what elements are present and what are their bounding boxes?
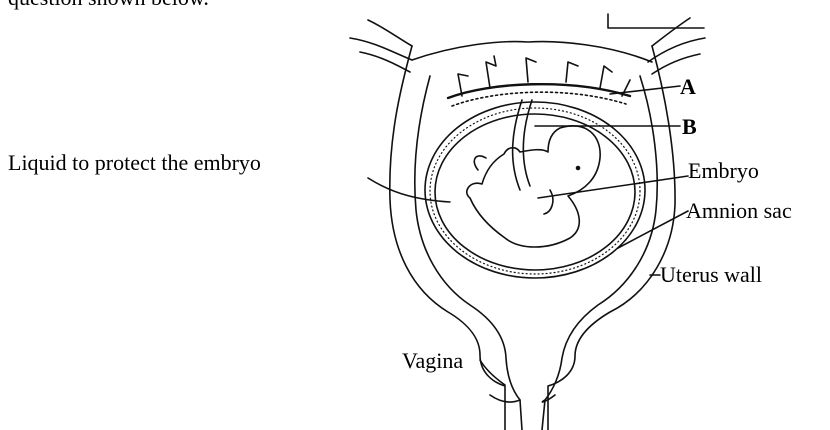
amnion-sac-outer xyxy=(425,102,645,278)
label-a: A xyxy=(680,76,696,98)
leader-embryo xyxy=(538,176,688,198)
label-b: B xyxy=(682,116,697,138)
label-vagina: Vagina xyxy=(402,350,463,372)
amnion-dots xyxy=(430,108,640,274)
label-embryo: Embryo xyxy=(688,160,759,182)
left-fallopian-tube xyxy=(350,20,412,72)
placenta xyxy=(448,84,630,98)
label-liquid: Liquid to protect the embryo xyxy=(8,152,261,174)
placenta-inner xyxy=(452,92,626,106)
leader-liquid xyxy=(368,178,450,202)
label-amnion-sac: Amnion sac xyxy=(686,200,792,222)
label-uterus-wall: Uterus wall xyxy=(660,264,762,286)
leader-vagina xyxy=(480,360,505,385)
embryo-body xyxy=(467,126,600,247)
embryo-eye xyxy=(577,167,580,170)
corner-mark xyxy=(608,14,704,28)
